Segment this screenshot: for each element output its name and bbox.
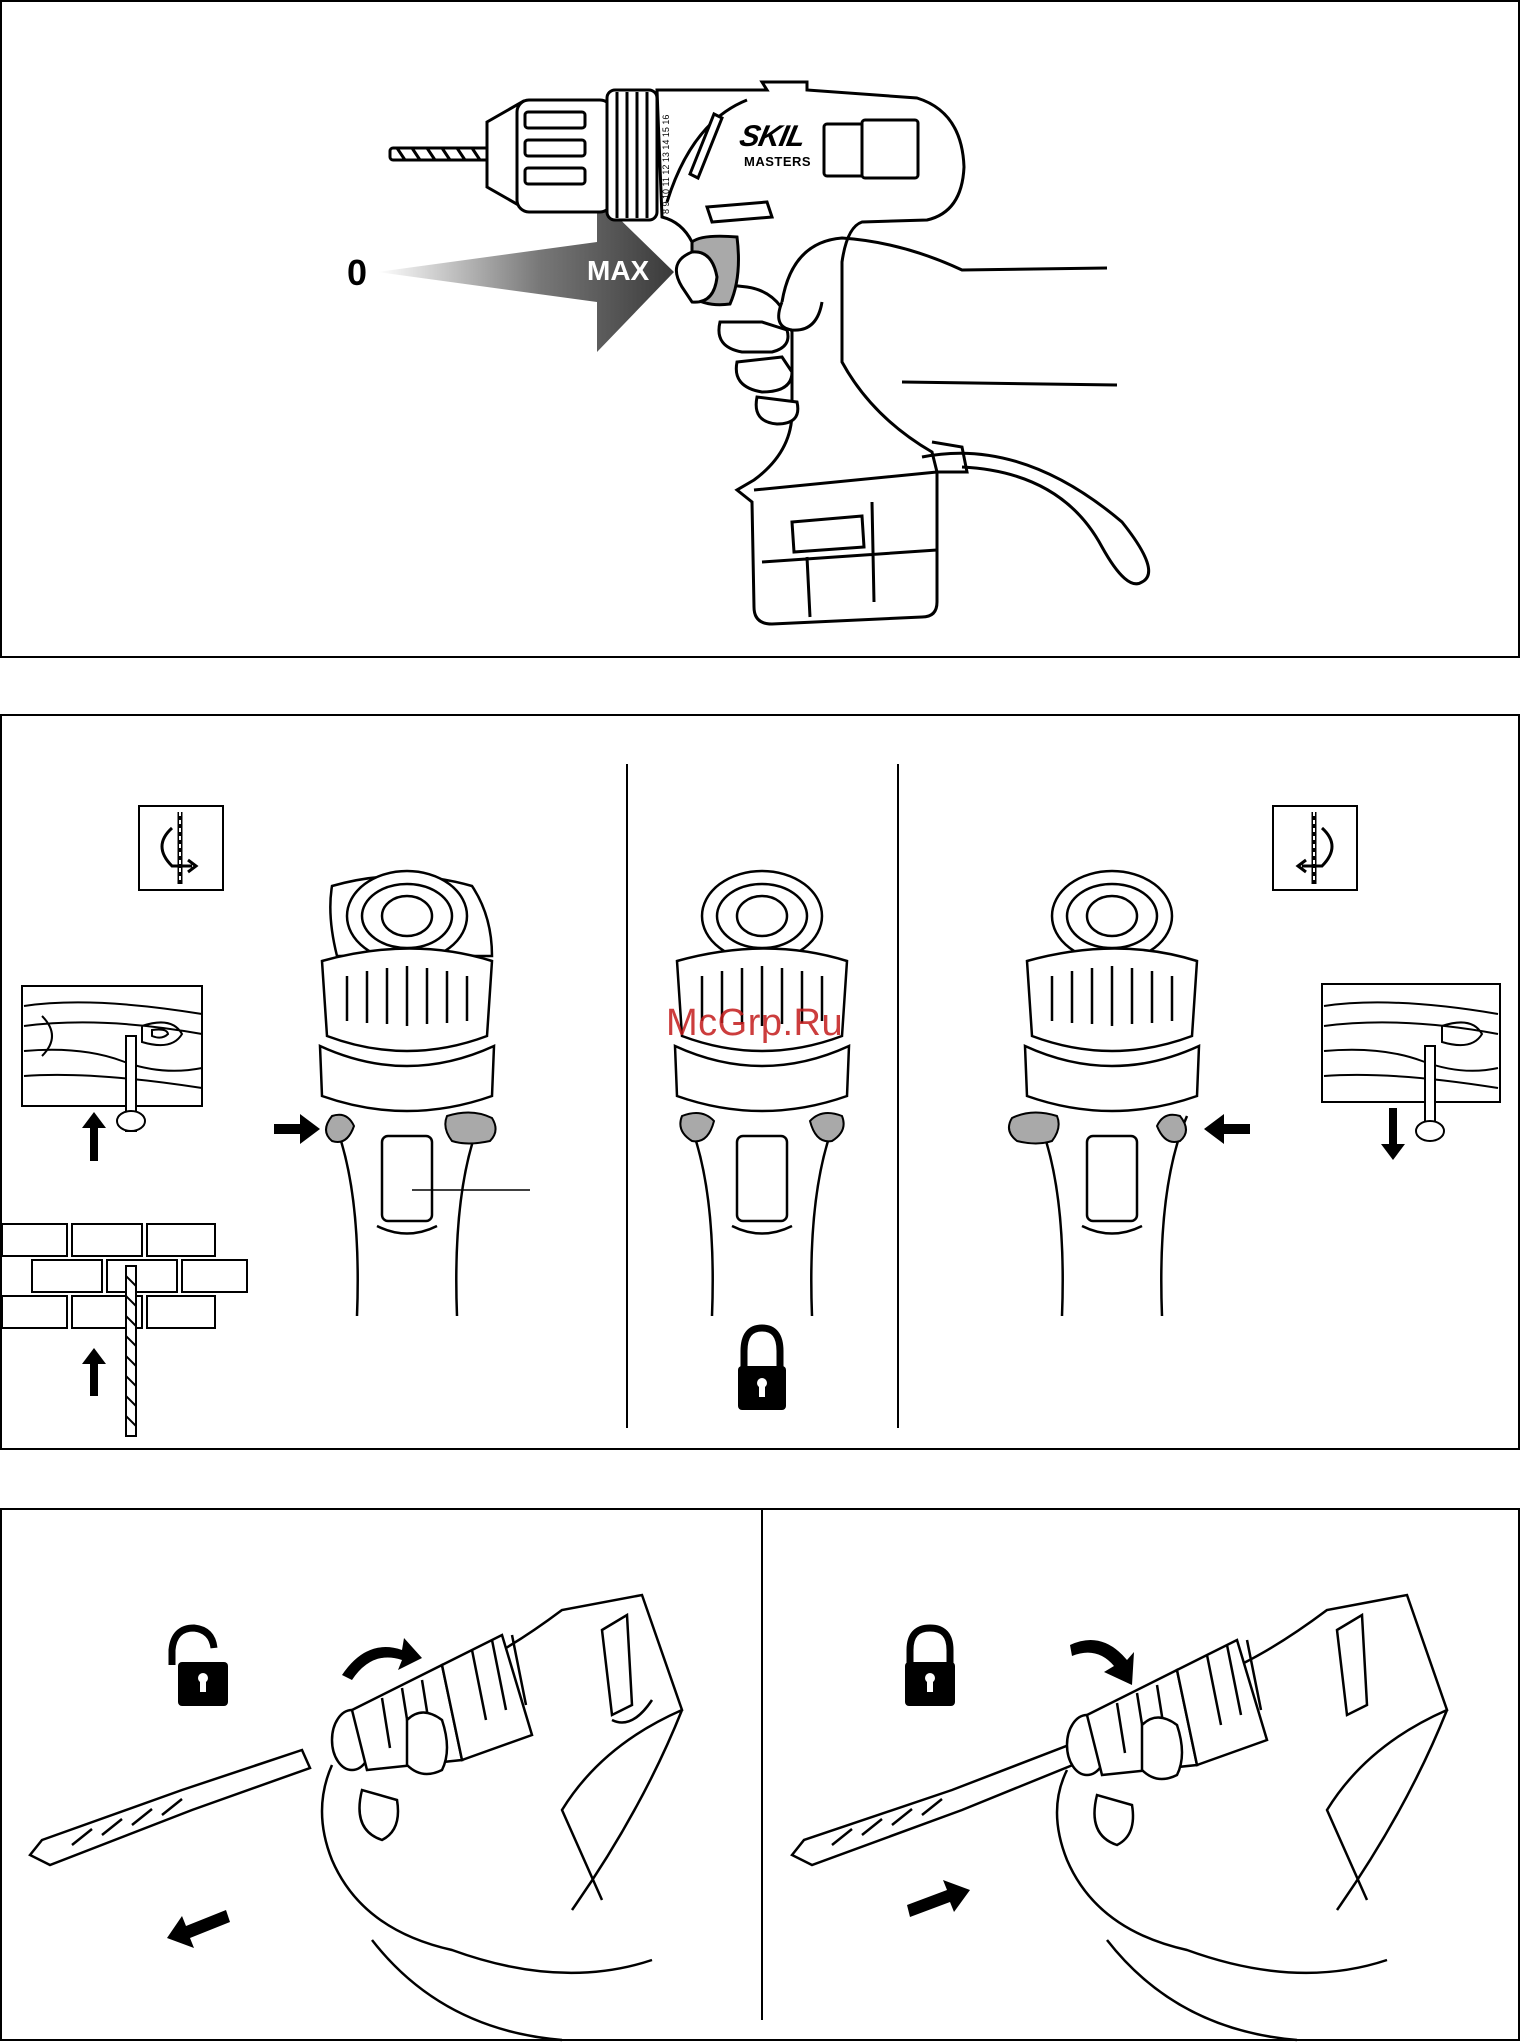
clutch-scale: 8 9 10 11 12 13 14 15 16 xyxy=(661,94,671,214)
arrow-down-left-icon xyxy=(167,1910,230,1948)
direction-switch-left-right xyxy=(1009,1112,1059,1143)
drill-body xyxy=(657,82,1149,624)
drill-rear-left xyxy=(320,871,494,1316)
arrow-up-icon xyxy=(82,1112,106,1161)
direction-switch-panel: McGrp.Ru xyxy=(0,714,1520,1450)
brick-wall xyxy=(2,1224,247,1436)
keyless-chuck-panel xyxy=(0,1508,1520,2041)
arrow-up-right-icon xyxy=(907,1880,970,1917)
direction-switch-left-center xyxy=(680,1113,714,1141)
watermark: McGrp.Ru xyxy=(666,1002,843,1045)
chuck-illustration xyxy=(2,1510,1520,2043)
drill-chuck xyxy=(487,90,657,220)
speed-max-label: MAX xyxy=(587,255,649,287)
rotate-counterclockwise-icon xyxy=(1273,806,1357,890)
drill-bit xyxy=(390,148,490,160)
drill-rear-right xyxy=(1025,871,1199,1316)
direction-illustration xyxy=(2,716,1520,1452)
rotate-counterclockwise-arrow-icon xyxy=(342,1638,422,1680)
arrow-down-icon xyxy=(1381,1108,1405,1160)
drill-rear-center xyxy=(675,871,849,1316)
drill-illustration xyxy=(2,2,1520,660)
lock-icon xyxy=(905,1628,955,1706)
wood-block-screw-out xyxy=(1322,984,1500,1141)
unlock-icon xyxy=(172,1628,228,1706)
arrow-right-icon xyxy=(274,1114,320,1144)
direction-switch-right-center xyxy=(810,1113,844,1141)
direction-switch-right-right xyxy=(1157,1115,1186,1142)
drill-front-left xyxy=(332,1595,682,1910)
drill-front-right xyxy=(1067,1595,1447,1910)
arrow-left-icon xyxy=(1204,1114,1250,1144)
drill-bit-inserted xyxy=(792,1740,1090,1865)
brand-sub-label: MASTERS xyxy=(744,154,811,169)
drill-bit-removed xyxy=(30,1750,310,1865)
brand-logo: SKIL xyxy=(736,120,808,154)
speed-control-panel: 0 MAX SKIL MASTERS 8 9 10 11 12 13 14 15… xyxy=(0,0,1520,658)
rotate-clockwise-arrow-icon xyxy=(1070,1640,1134,1685)
direction-switch-left xyxy=(326,1115,354,1142)
rotate-clockwise-icon xyxy=(139,806,223,890)
arrow-up-icon xyxy=(82,1348,106,1396)
direction-switch-right xyxy=(445,1112,495,1143)
wood-block-screw-in xyxy=(22,986,202,1131)
lock-icon xyxy=(738,1328,786,1410)
speed-min-label: 0 xyxy=(347,252,367,294)
